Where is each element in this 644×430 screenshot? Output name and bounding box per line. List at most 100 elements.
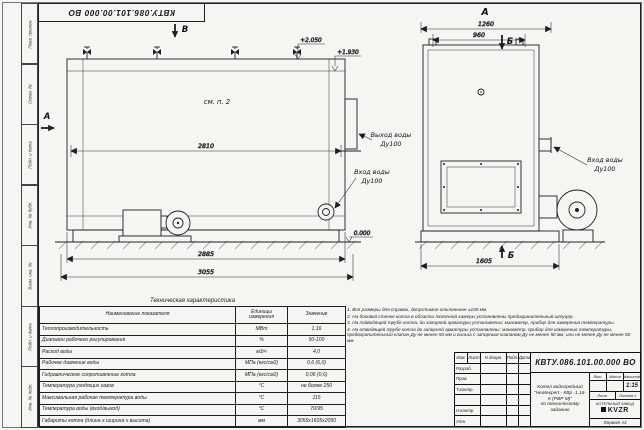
note-item: 1. Все размеры для справок, допустимое о… bbox=[347, 307, 488, 312]
empty-cell bbox=[481, 395, 507, 405]
col-data: Дата bbox=[519, 355, 530, 361]
water-outlet-size: Ду100 bbox=[380, 140, 402, 148]
title-block-left: Изм. Лист N докум. Подп. Дата Разраб. Пр… bbox=[455, 353, 531, 427]
corner-stamp: КВТУ.086.101.00.000 ВО bbox=[38, 3, 205, 22]
empty-cell bbox=[481, 416, 507, 427]
drawing-title: Котел водогрейный "Heatexpert - КВр -1,1… bbox=[531, 373, 590, 426]
company-cell: КОТЕЛЬНЫЙ ЗАВОД KVZR Формат А3 bbox=[590, 400, 640, 426]
mass-label: Масса bbox=[607, 373, 624, 380]
title-block-grid: Лит. Масса Масштаб 1:15 Лист Листов 2 bbox=[590, 373, 640, 426]
title-block-row: Т.контр. bbox=[455, 384, 530, 396]
empty-cell bbox=[519, 364, 530, 374]
margin-stamp: Инв. № подл. bbox=[21, 366, 38, 428]
empty-cell bbox=[507, 416, 519, 427]
water-inlet-size: Ду100 bbox=[361, 177, 383, 185]
spec-row: Габариты котла (длина х ширина х высота)… bbox=[39, 415, 346, 428]
elevation-zero: 0.000 bbox=[354, 231, 371, 237]
empty-cell bbox=[607, 381, 624, 391]
spec-cell: Максимальная рабочая температура воды bbox=[39, 392, 236, 405]
spec-cell: МПа (кгс/см2) bbox=[235, 357, 288, 370]
empty-cell bbox=[507, 374, 519, 384]
dim-2885: 2885 bbox=[198, 251, 214, 258]
spec-col-value: Значение bbox=[287, 306, 346, 324]
spec-cell: не более 250 bbox=[287, 380, 346, 393]
spec-cell: 0,6 (6,0) bbox=[287, 357, 346, 370]
spec-col-units-line1: Единицы bbox=[251, 308, 272, 315]
spec-cell: МВт bbox=[235, 323, 288, 336]
section-label-a: А bbox=[43, 112, 51, 122]
margin-stamp-label: Инв. № подл. bbox=[27, 383, 32, 411]
section-label-b-bottom: Б bbox=[508, 251, 515, 261]
valve-icon bbox=[152, 46, 162, 60]
spec-cell: Температура уходящих газов bbox=[39, 380, 236, 393]
callouts: см. п. 2 Выход воды Ду100 Вход воды Ду10… bbox=[204, 98, 623, 209]
inspection-door bbox=[440, 160, 522, 214]
valve-icon bbox=[230, 46, 240, 60]
row-tkontr: Т.контр. bbox=[455, 384, 481, 395]
outlet-pipe bbox=[344, 98, 358, 150]
drawing-title-line1: Котел водогрейный bbox=[537, 384, 583, 390]
spec-cell: Диапазон рабочего регулирования bbox=[39, 334, 236, 347]
spec-cell: 4,0 bbox=[287, 346, 346, 359]
kvzr-logo: KVZR bbox=[590, 407, 640, 414]
note-item: 2. На боковой стенке котла в области топ… bbox=[347, 313, 574, 319]
technical-drawing: 2810 2885 3055 1260 960 bbox=[41, 7, 623, 281]
row-nkontr: Н.контр. bbox=[455, 405, 481, 416]
spec-col-name: Наименование показателя bbox=[39, 306, 236, 324]
empty-cell bbox=[481, 363, 507, 374]
empty-cell bbox=[519, 385, 530, 395]
spec-cell: Теплопроизводительность bbox=[39, 323, 236, 336]
col-izm: Изм. bbox=[455, 353, 468, 363]
door-bolts bbox=[443, 163, 519, 211]
spec-table: Наименование показателя Единицы измерени… bbox=[39, 306, 346, 428]
margin-stamp-label: Перв. примен. bbox=[27, 19, 32, 49]
water-inlet-label: Вход воды bbox=[354, 168, 390, 176]
sheet-label: Лист bbox=[590, 392, 616, 399]
inlet-stub bbox=[538, 138, 552, 152]
boiler-side-view bbox=[66, 46, 361, 243]
empty-cell bbox=[590, 381, 607, 391]
spec-cell: Расход воды bbox=[39, 346, 236, 359]
empty-cell bbox=[481, 374, 507, 384]
spec-cell: 70/95 bbox=[287, 403, 346, 416]
drawing-title-line2: "Heatexpert - КВр -1,16- К (РВР М)" bbox=[534, 390, 586, 402]
dim-960: 960 bbox=[473, 32, 485, 39]
empty-cell bbox=[507, 395, 519, 405]
spec-block: Техническая характеристика Наименование … bbox=[39, 296, 346, 428]
empty-cell bbox=[481, 405, 507, 416]
spec-cell: мм bbox=[235, 415, 288, 428]
margin-stamp-label: Взам. инв. № bbox=[27, 262, 32, 290]
spec-cell: 50-100 bbox=[287, 334, 346, 347]
title-block-row: Пров. bbox=[455, 374, 530, 385]
document-number: КВТУ.086.101.00.000 ВО bbox=[531, 353, 640, 373]
title-block-right: КВТУ.086.101.00.000 ВО Котел водогрейный… bbox=[531, 353, 640, 426]
col-list: Лист bbox=[468, 353, 481, 363]
title-block-header-row: Изм. Лист N докум. Подп. Дата bbox=[455, 353, 530, 364]
dimensions: 2810 2885 3055 1260 960 bbox=[60, 21, 560, 281]
kvzr-logo-text: KVZR bbox=[607, 406, 629, 414]
water-inlet2-size: Ду100 bbox=[594, 165, 616, 173]
see-note-label: см. п. 2 bbox=[204, 98, 230, 106]
elevation-mid: +1.930 bbox=[337, 50, 359, 56]
margin-stamp-label: Подп. и дата bbox=[27, 141, 32, 169]
kvzr-logo-square-icon bbox=[601, 407, 607, 412]
section-marks: В А А Б Б bbox=[41, 7, 515, 261]
valve-icon bbox=[82, 46, 92, 60]
spec-cell: м3/ч bbox=[235, 346, 288, 359]
section-label-b-top: Б bbox=[507, 37, 514, 47]
notes-block: 1. Все размеры для справок, допустимое о… bbox=[347, 307, 636, 353]
margin-stamp: Инв. № дубл. bbox=[21, 184, 38, 246]
spec-cell: МПа (кгс/см2) bbox=[235, 369, 288, 382]
margin-stamp-label: Справ. № bbox=[27, 84, 32, 105]
elevation-top: +2.050 bbox=[300, 38, 322, 44]
col-doc: N докум. bbox=[481, 353, 507, 363]
spec-header-row: Наименование показателя Единицы измерени… bbox=[39, 306, 346, 324]
sheet-row: Лист Листов 2 bbox=[590, 392, 640, 400]
empty-cell bbox=[519, 416, 530, 426]
